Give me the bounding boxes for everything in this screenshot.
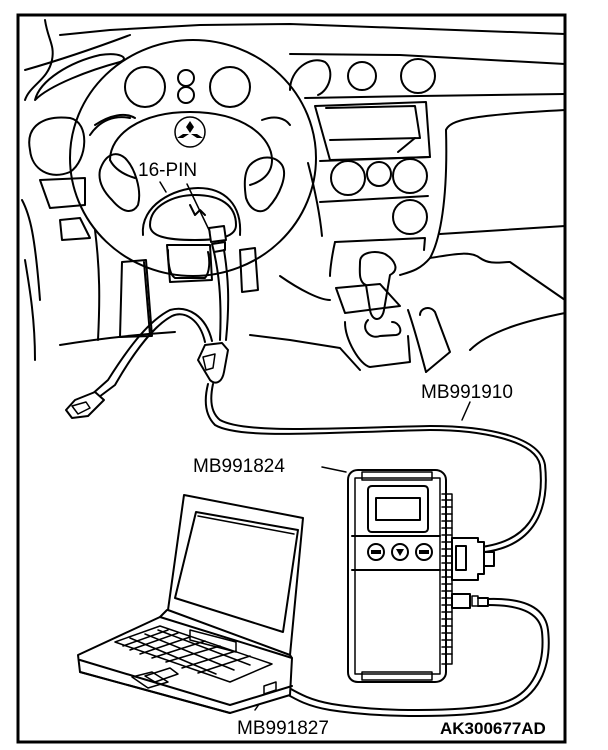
label-16-pin: 16-PIN [138, 160, 197, 181]
down-arrow-button-icon [391, 543, 409, 561]
laptop [77, 494, 304, 714]
figure-code: AK300677AD [440, 719, 546, 738]
steering-wheel [69, 39, 317, 279]
mitsubishi-emblem-icon [174, 116, 206, 148]
esc-button-icon [367, 543, 385, 561]
enter-button-icon [415, 543, 433, 561]
label-vci-unit: MB991824 [193, 456, 285, 477]
label-main-harness: MB991910 [421, 382, 513, 403]
dashboard [21, 19, 566, 373]
main-harness-cable [65, 249, 547, 554]
figure-frame [16, 13, 567, 744]
vci-unit [347, 469, 495, 683]
data-link-connector [208, 225, 227, 253]
labels: 16-PIN MB991910 MB991824 MB991827 AK3006… [138, 160, 546, 739]
label-usb-cable: MB991827 [237, 718, 329, 739]
laptop-keyboard [114, 625, 273, 683]
